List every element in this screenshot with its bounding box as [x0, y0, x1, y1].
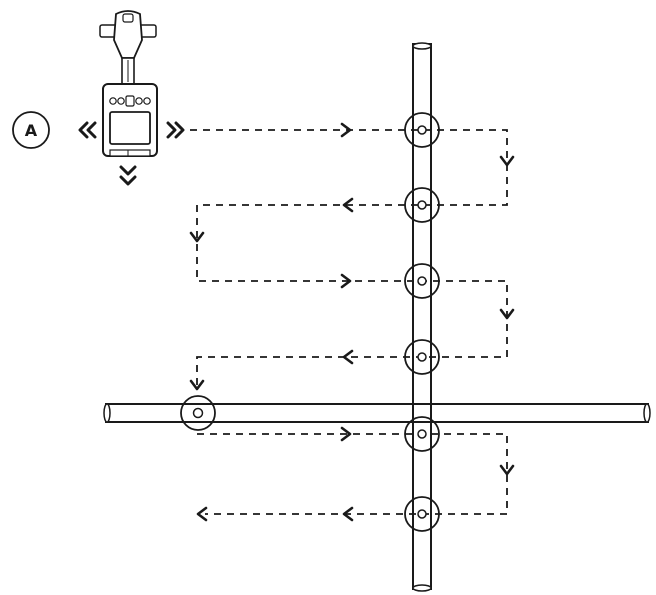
crossing-marker — [404, 339, 440, 375]
arrow-down-icon — [189, 231, 205, 243]
chevron-double-down-icon — [119, 165, 137, 186]
arrow-left-icon — [342, 197, 354, 213]
arrow-left-icon — [342, 506, 354, 522]
arrow-right-icon — [340, 273, 352, 289]
crossing-marker — [404, 416, 440, 452]
crossing-marker — [404, 187, 440, 223]
arrow-right-icon — [340, 426, 352, 442]
crossing-marker-horizontal — [180, 395, 216, 431]
arrow-left-icon — [196, 506, 208, 522]
locator-receiver-icon — [99, 10, 158, 157]
chevron-double-right-icon — [166, 121, 185, 139]
arrow-down-icon — [189, 379, 205, 391]
marker-a: A — [12, 111, 50, 149]
path-arrows — [189, 122, 515, 522]
arrow-down-icon — [499, 155, 515, 167]
crossing-marker — [404, 263, 440, 299]
search-path — [190, 129, 508, 515]
arrow-down-icon — [499, 308, 515, 320]
crossing-marker — [404, 496, 440, 532]
arrow-left-icon — [342, 349, 354, 365]
crossing-marker — [404, 112, 440, 148]
vertical-pipe — [412, 42, 432, 592]
chevron-double-left-icon — [78, 121, 97, 139]
arrow-down-icon — [499, 464, 515, 476]
crossing-markers — [180, 112, 440, 532]
marker-a-label: A — [25, 121, 38, 140]
horizontal-pipe — [103, 403, 651, 423]
arrow-right-icon — [340, 122, 352, 138]
device-direction-indicators — [78, 121, 185, 186]
